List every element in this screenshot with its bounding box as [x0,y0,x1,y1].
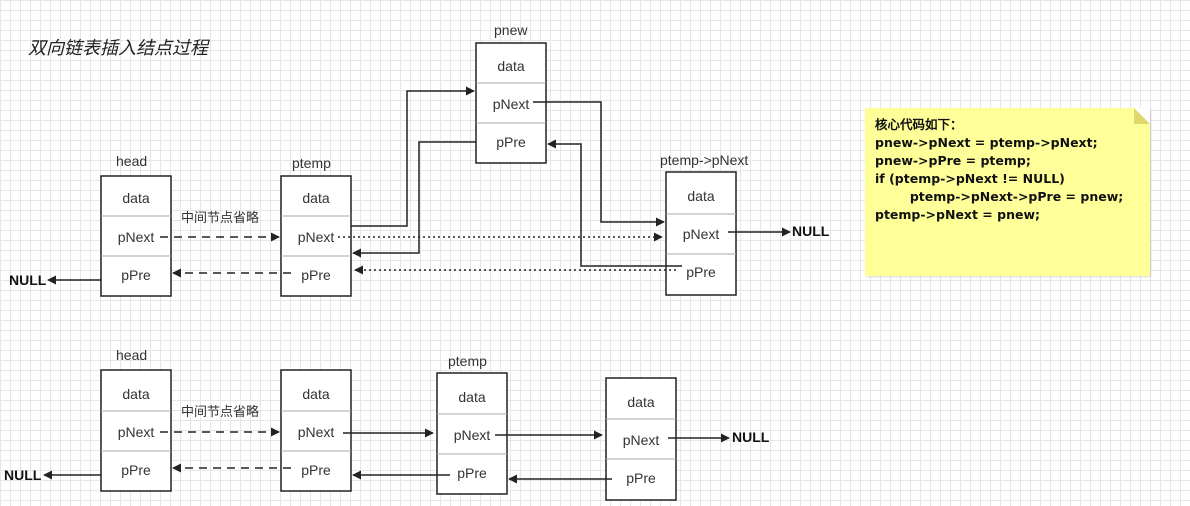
note-code-line-2: pnew->pPre = ptemp; [875,153,1031,168]
top-omitted-label: 中间节点省略 [181,210,259,226]
top-next-node: ptemp->pNext data pNext pPre [660,152,748,296]
top-diagram: head data pNext pPre ptemp data pNext pP… [9,22,830,297]
top-pnew-ppre-field: pPre [496,134,526,150]
top-head-ppre-field: pPre [121,267,151,283]
top-pnew-pnext-field: pNext [493,96,530,112]
top-next-to-pnew-arrow [547,139,682,267]
bottom-ptemp-data-field: data [458,389,485,405]
bottom-head-null-label: NULL [4,467,42,483]
top-next-caption: ptemp->pNext [660,152,748,168]
top-ptemp-ppre-field: pPre [301,267,331,283]
note-code-line-3: if (ptemp->pNext != NULL) [875,171,1065,186]
note-code-line-4: ptemp->pNext->pPre = pnew; [875,189,1124,204]
bottom-new-data-field: data [627,394,654,410]
bottom-new-node: data pNext pPre [605,377,677,501]
bottom-head-caption: head [116,347,147,363]
bottom-middle-ppre-field: pPre [301,462,331,478]
note-heading: 核心代码如下： [875,117,963,132]
bottom-middle-data-field: data [302,386,329,402]
top-head-null-label: NULL [9,272,47,288]
bottom-head-data-field: data [122,386,149,402]
bottom-new-null-label: NULL [732,429,770,445]
top-ptemp-to-pnew-arrow [351,86,475,227]
top-pnew-node: pnew data pNext pPre [475,22,547,164]
bottom-new-ppre-field: pPre [626,470,656,486]
top-pnew-to-ptemp-arrow [352,141,476,258]
bottom-middle-node: data pNext pPre [280,369,352,492]
top-ptemp-pnext-field: pNext [298,229,335,245]
top-head-pnext-field: pNext [118,229,155,245]
top-next-ppre-field: pPre [686,264,716,280]
bottom-ptemp-caption: ptemp [448,353,487,369]
top-head-data-field: data [122,190,149,206]
note-corner-fold [1134,108,1150,124]
code-note: 核心代码如下： pnew->pNext = ptemp->pNext; pnew… [865,108,1150,276]
bottom-ptemp-ppre-field: pPre [457,465,487,481]
top-ptemp-caption: ptemp [292,155,331,171]
bottom-head-ppre-field: pPre [121,462,151,478]
top-pnew-data-field: data [497,58,524,74]
note-code-line-1: pnew->pNext = ptemp->pNext; [875,135,1098,150]
top-pnew-caption: pnew [494,22,528,38]
top-next-null-label: NULL [792,223,830,239]
top-head-node: head data pNext pPre [100,153,172,297]
bottom-diagram: head data pNext pPre data pNext pPre pte… [4,347,770,501]
top-ptemp-node: ptemp data pNext pPre [280,155,352,297]
bottom-head-node: head data pNext pPre [100,347,172,492]
top-pnew-to-next-arrow [533,101,665,227]
bottom-ptemp-pnext-field: pNext [454,427,491,443]
bottom-ptemp-node: ptemp data pNext pPre [436,353,508,495]
top-head-caption: head [116,153,147,169]
top-ptemp-data-field: data [302,190,329,206]
bottom-head-pnext-field: pNext [118,424,155,440]
diagram-title: 双向链表插入结点过程 [28,38,210,59]
top-next-pnext-field: pNext [683,226,720,242]
top-next-data-field: data [687,188,714,204]
bottom-middle-pnext-field: pNext [298,424,335,440]
bottom-omitted-label: 中间节点省略 [181,404,259,420]
note-code-line-5: ptemp->pNext = pnew; [875,207,1041,222]
bottom-new-pnext-field: pNext [623,432,660,448]
